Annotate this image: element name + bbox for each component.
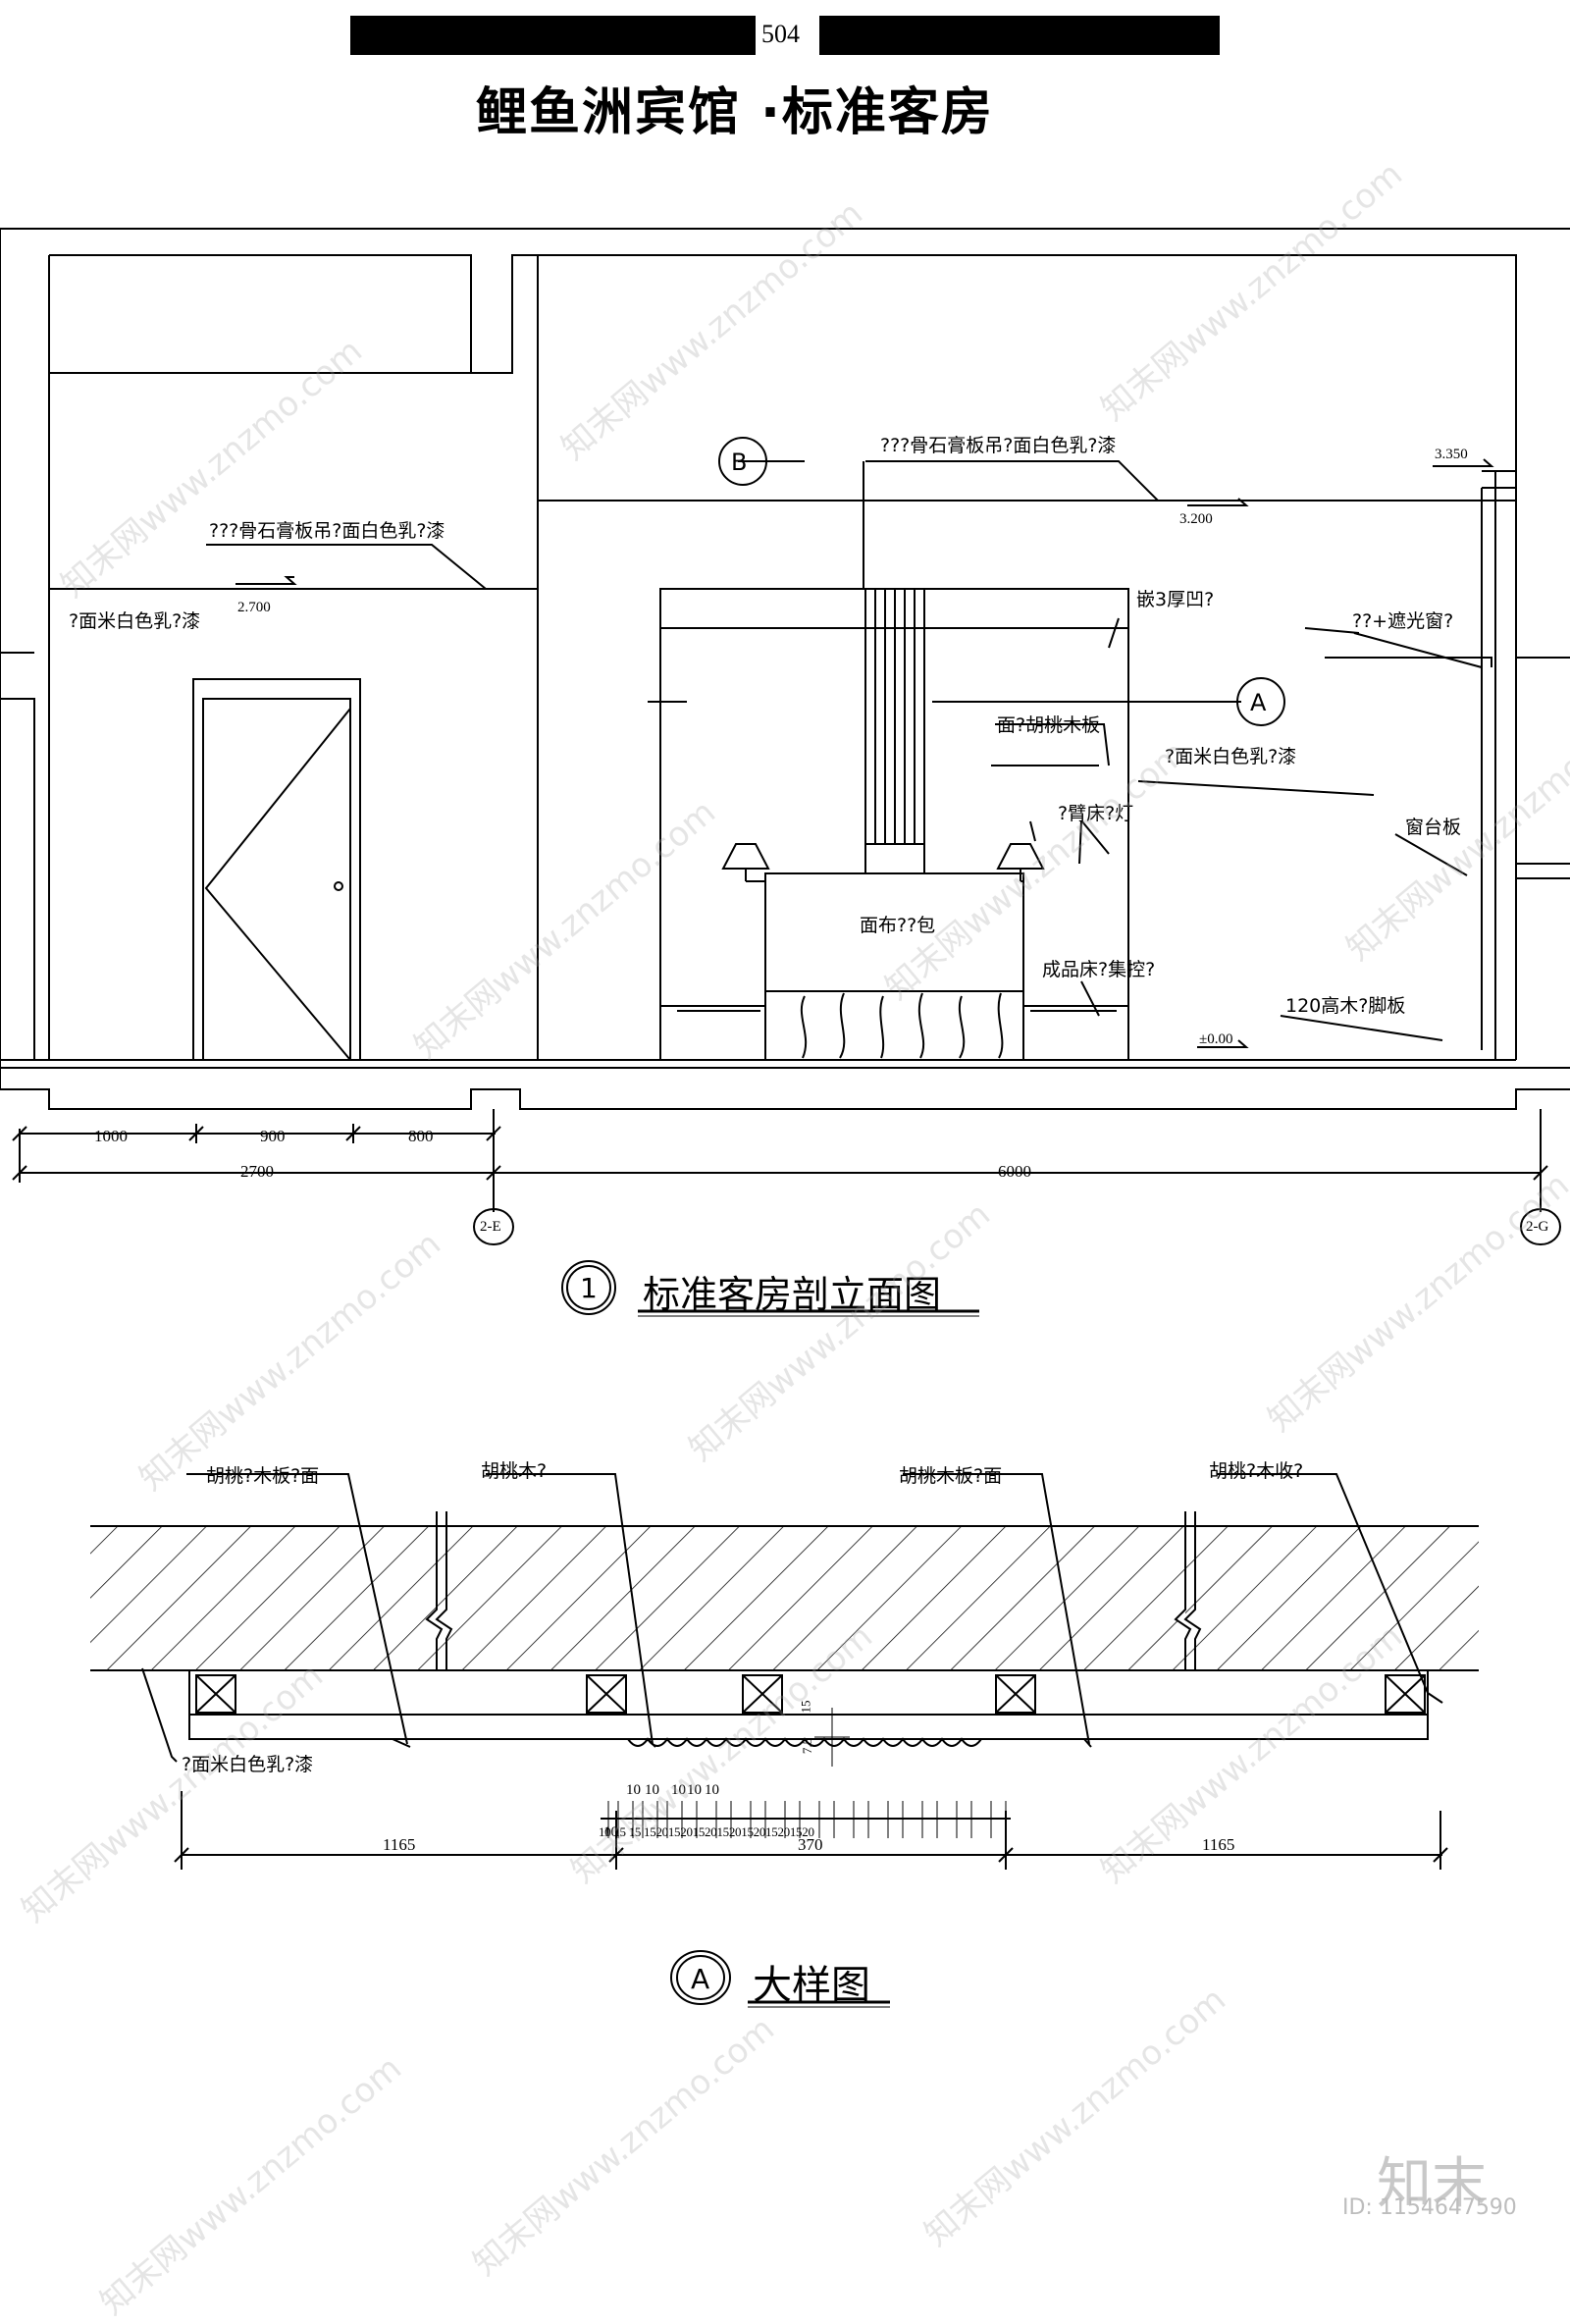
lamp-label: ?臂床?灯 <box>1058 803 1134 824</box>
detail-caption: 大样图 <box>753 1963 870 2008</box>
detail-walnut-label: 胡桃木? <box>481 1460 548 1482</box>
small-dim-10-e: 10 <box>705 1782 719 1798</box>
dim-6000: 6000 <box>998 1162 1031 1181</box>
footer-id: ID: 1154647590 <box>1342 2195 1517 2220</box>
small-dim-row: 10 15 15 1520152015201520152015201520 <box>599 1824 814 1839</box>
ceiling-left-label: ???骨石膏板吊?面白色乳?漆 <box>209 520 445 542</box>
recess-label: 嵌3厚凹? <box>1136 589 1215 610</box>
detail-caption-marker: A <box>691 1963 710 1995</box>
wall-left-label: ?面米白色乳?漆 <box>69 610 201 632</box>
walnut-panel-label: 面?胡桃木板 <box>997 714 1101 736</box>
detail-drawing <box>90 1473 1479 2008</box>
header-bar-right <box>819 16 1220 55</box>
vertical-dim-7-5: 7.5 <box>800 1737 815 1755</box>
small-dim-10-f: 10 <box>603 1824 618 1840</box>
elevation-caption: 标准客房剖立面图 <box>643 1273 942 1316</box>
detail-panel-right-label: 胡桃木板?面 <box>899 1465 1003 1487</box>
ceiling-right-label: ???骨石膏板吊?面白色乳?漆 <box>880 435 1117 456</box>
small-dim-10-a: 10 <box>626 1782 641 1798</box>
small-dim-10-c: 10 <box>671 1782 686 1798</box>
sill-label: 窗台板 <box>1405 817 1462 838</box>
detail-panel-left-label: 胡桃?木板?面 <box>206 1465 320 1487</box>
page-title: 鲤鱼洲宾馆 ·标准客房 <box>476 83 994 142</box>
level-mid-ceiling: 3.200 <box>1179 511 1213 527</box>
dim-2700: 2700 <box>240 1162 274 1181</box>
header-bar-left <box>350 16 756 55</box>
detail-dim-left: 1165 <box>383 1835 416 1854</box>
dim-900: 900 <box>260 1127 286 1145</box>
level-right-top: 3.350 <box>1435 447 1468 462</box>
level-floor: ±0.00 <box>1199 1031 1233 1047</box>
wall-right-label: ?面米白色乳?漆 <box>1165 746 1297 767</box>
detail-dim-mid: 370 <box>798 1835 823 1854</box>
elevation-caption-number: 1 <box>580 1272 598 1304</box>
elevation-drawing <box>0 228 1570 1317</box>
small-dim-10-b: 10 <box>645 1782 659 1798</box>
axis-2e: 2-E <box>480 1219 501 1235</box>
skirting-label: 120高木?脚板 <box>1285 995 1406 1017</box>
detail-dim-right: 1165 <box>1202 1835 1235 1854</box>
section-marker-b: B <box>731 449 748 476</box>
detail-edge-strip-label: 胡桃?木收? <box>1209 1460 1304 1482</box>
axis-2g: 2-G <box>1526 1219 1549 1235</box>
level-left-ceiling: 2.700 <box>237 600 271 615</box>
dim-800: 800 <box>408 1127 434 1145</box>
detail-paint-label: ?面米白色乳?漆 <box>182 1754 314 1775</box>
section-marker-a: A <box>1250 689 1267 716</box>
curtain-label: ??+遮光窗? <box>1352 610 1454 632</box>
page-number: 504 <box>761 20 800 48</box>
small-dim-10-d: 10 <box>687 1782 702 1798</box>
dim-1000: 1000 <box>94 1127 128 1145</box>
bed-label: 成品床?集控? <box>1042 959 1156 980</box>
headboard-label: 面布??包 <box>860 915 936 936</box>
footer-logo: 知末 <box>1377 2152 1487 2216</box>
